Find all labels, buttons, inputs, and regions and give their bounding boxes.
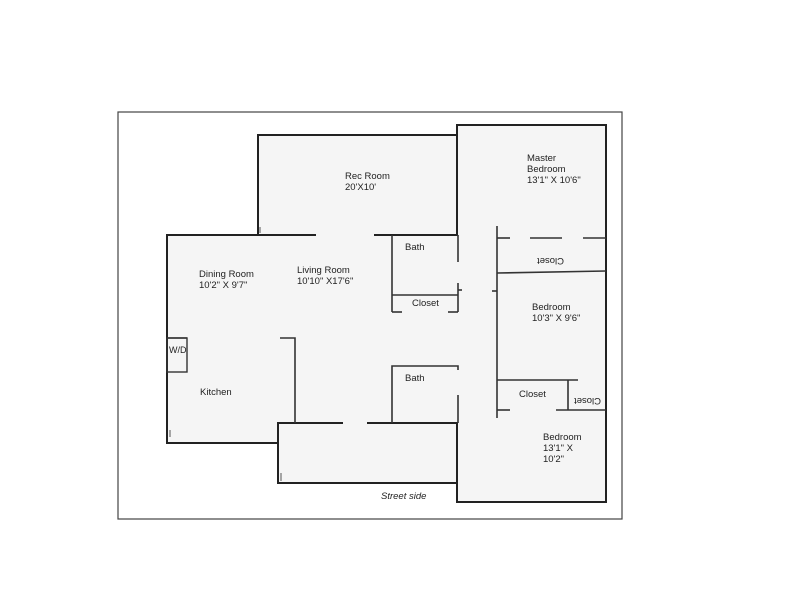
middle-bedroom-label: Bedroom	[532, 302, 571, 313]
lower-bedroom-dims-2: 10'2"	[543, 454, 564, 465]
master-bedroom-dims: 13'1" X 10'6"	[527, 175, 581, 186]
right-hall-walls	[492, 226, 607, 418]
middle-bedroom-dims: 10'3" X 9'6"	[532, 313, 580, 324]
washer-dryer-box	[166, 337, 188, 373]
kitchen-walls	[166, 337, 296, 423]
master-closet-label: Closet	[537, 255, 564, 266]
rec-room-dims: 20'X10'	[345, 182, 376, 193]
living-room-label: Living Room	[297, 265, 350, 276]
lower-bath-walls	[391, 365, 459, 423]
street-side-label: Street side	[381, 491, 426, 502]
kitchen-label: Kitchen	[200, 387, 232, 398]
upper-bath-walls	[391, 235, 462, 313]
right-wing-walls	[456, 124, 607, 503]
upper-bath-label: Bath	[405, 242, 425, 253]
lower-closet-label: Closet	[519, 389, 546, 400]
dining-room-label: Dining Room	[199, 269, 254, 280]
wd-label: W/D	[169, 345, 187, 355]
small-closet-label: Closet	[574, 395, 601, 406]
rec-room-label: Rec Room	[345, 171, 390, 182]
lower-bedroom-label: Bedroom	[543, 432, 582, 443]
lower-bedroom-dims-1: 13'1" X	[543, 443, 574, 454]
hall-closet-label: Closet	[412, 298, 439, 309]
master-bedroom-label-1: Master	[527, 153, 556, 164]
lower-bath-label: Bath	[405, 373, 425, 384]
living-room-dims: 10'10" X17'6"	[297, 276, 353, 287]
dining-room-dims: 10'2" X 9'7"	[199, 280, 247, 291]
master-bedroom-label-2: Bedroom	[527, 164, 566, 175]
rec-room	[257, 134, 458, 236]
floor-fill	[167, 126, 606, 502]
lower-block	[277, 422, 458, 484]
